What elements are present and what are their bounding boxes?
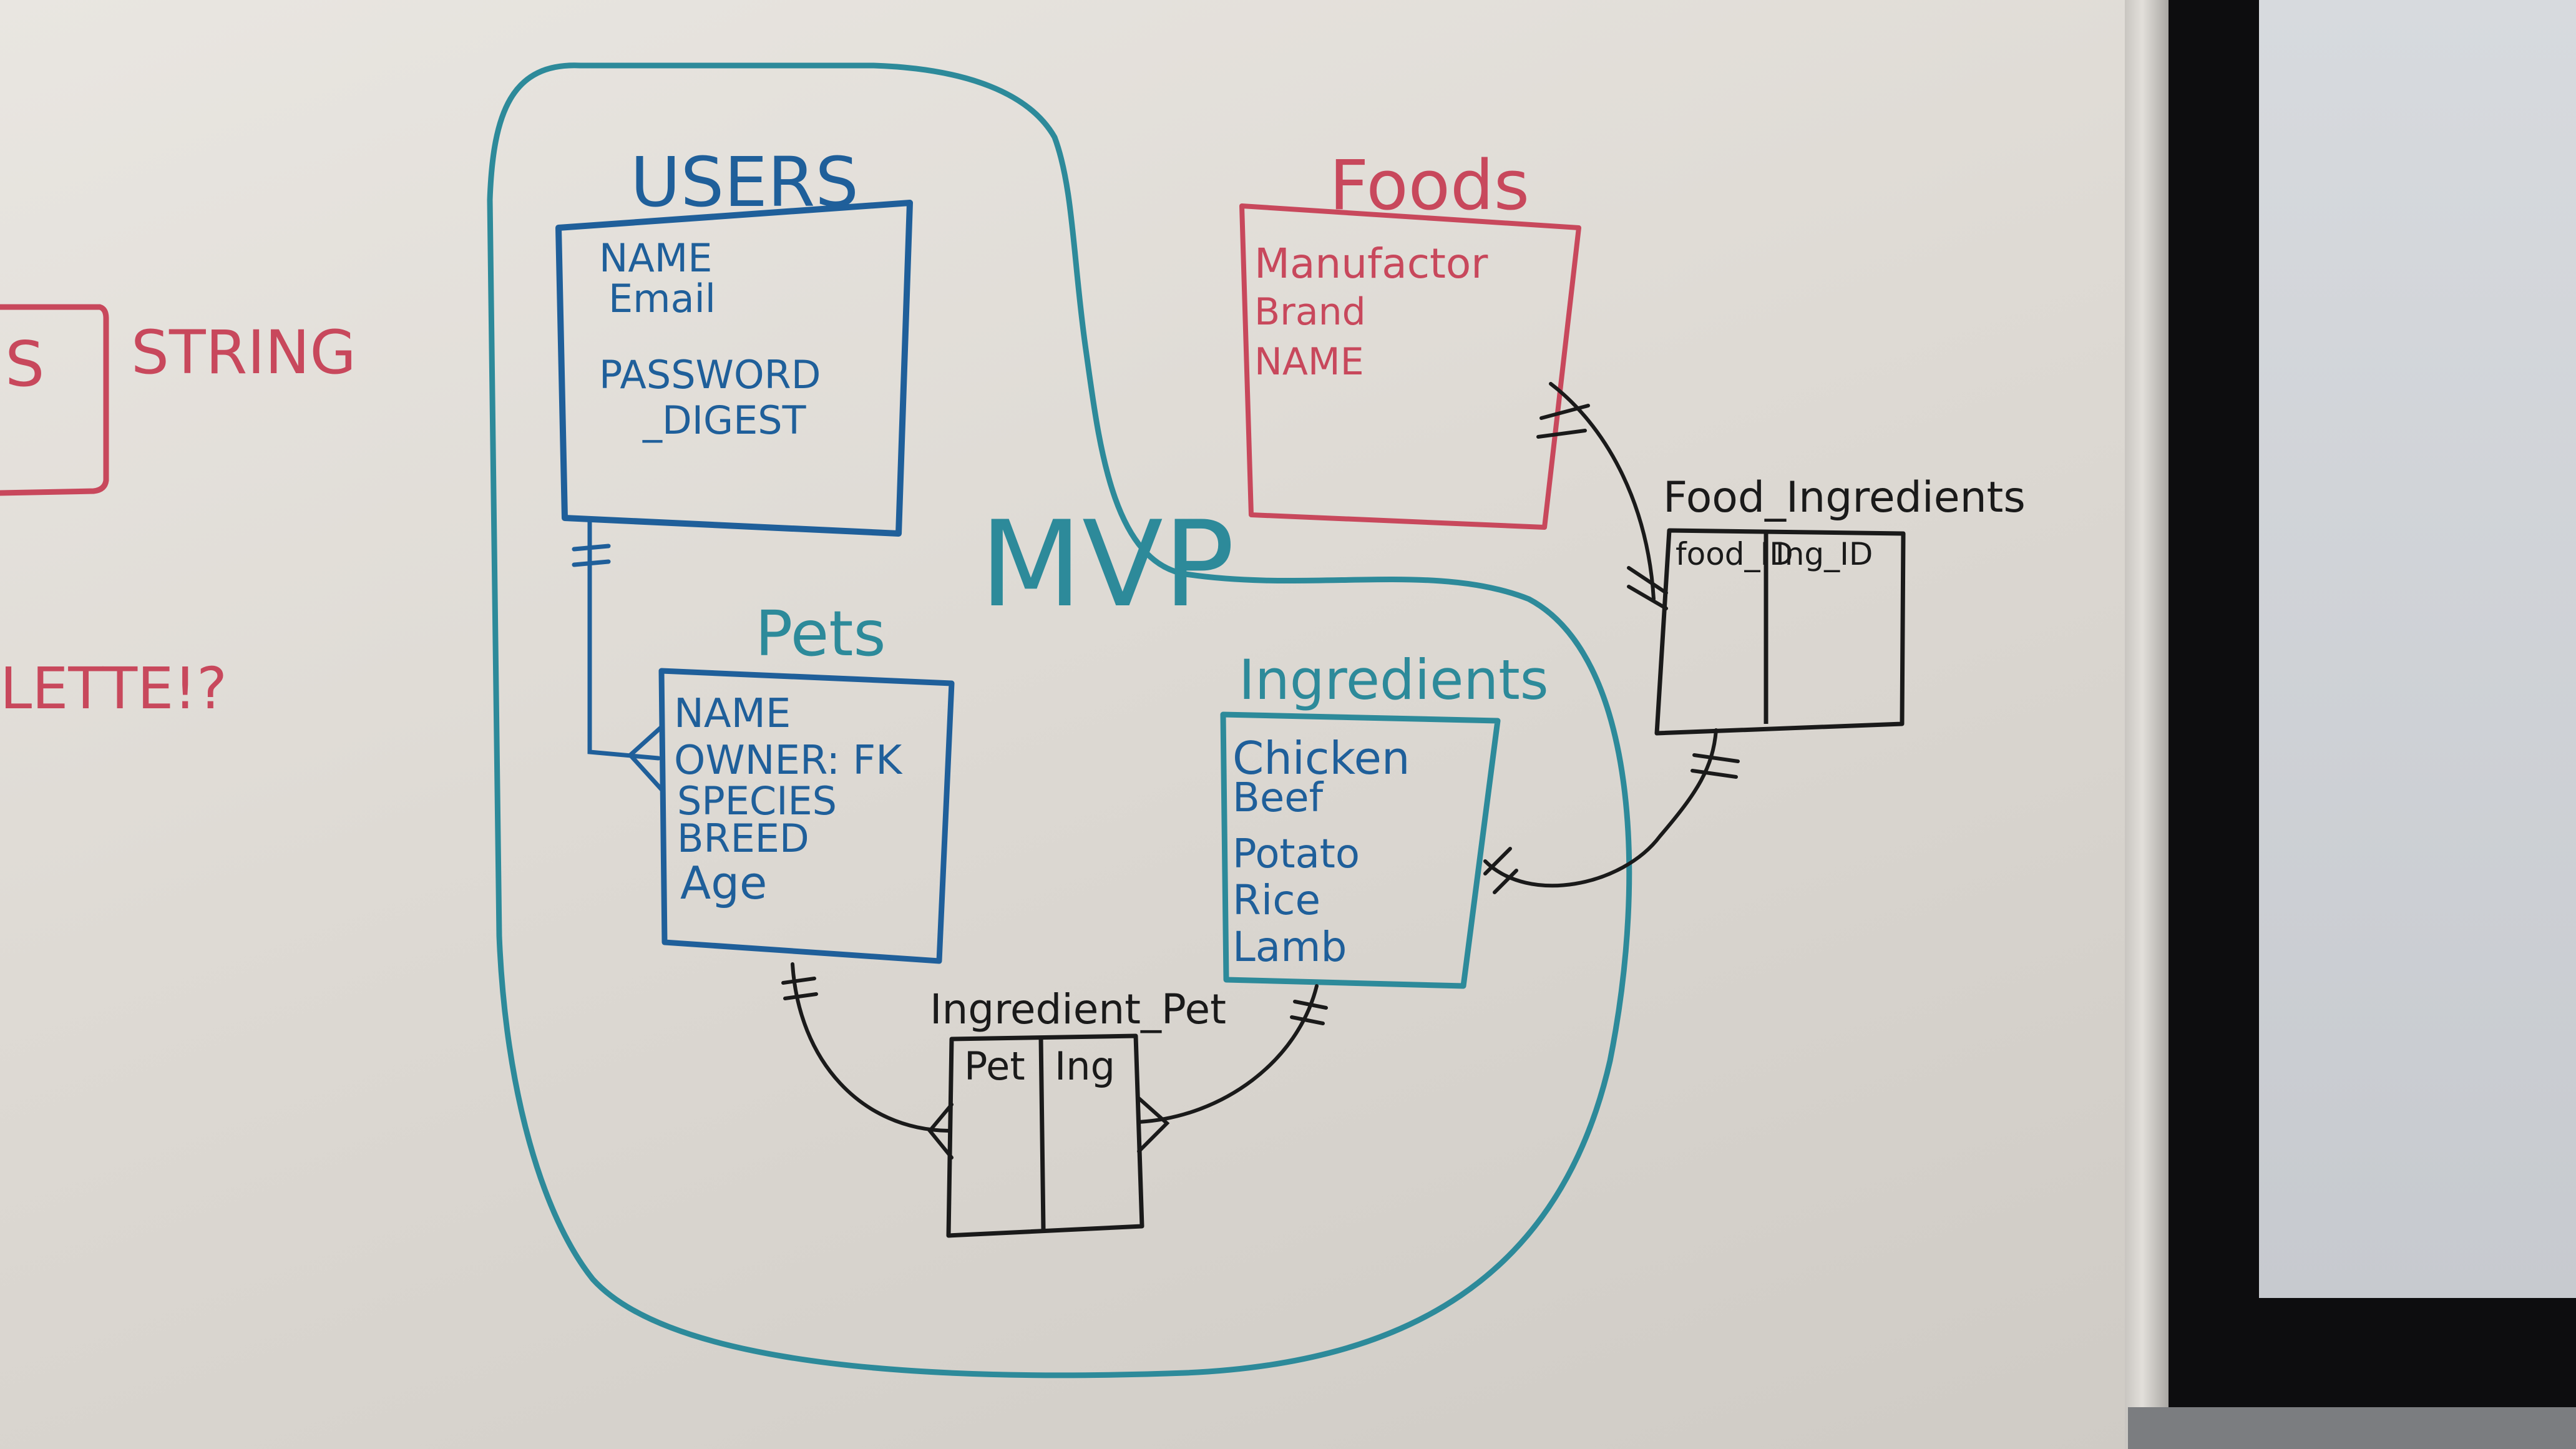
crows-foot (1483, 847, 1518, 894)
users-box (555, 200, 913, 537)
s-box-outline (0, 304, 109, 496)
users-table: USERS NAME Email PASSWORD _DIGEST (555, 142, 913, 537)
ingredient-pet-title: Ingredient_Pet (930, 985, 1226, 1033)
pets-title: Pets (755, 597, 886, 670)
foods-table: Foods Manufactor Brand NAME (1239, 145, 1581, 530)
mvp-boundary (487, 62, 1632, 1378)
food-ingredients-title: Food_Ingredients (1663, 473, 2026, 522)
s-box-text: S (5, 328, 44, 401)
ingredients-table: Ingredients Chicken Beef Potato Rice Lam… (1220, 648, 1549, 989)
foods-field: Brand (1254, 290, 1366, 334)
relation-ingredients-ingredient-pet (1137, 984, 1328, 1153)
relation-line (1483, 728, 1718, 888)
pets-field: OWNER: FK (674, 738, 903, 784)
one-mark (781, 977, 818, 1000)
food-ingredients-column: food_ID (1676, 536, 1793, 572)
pets-field: NAME (674, 691, 791, 737)
foods-field: Manufactor (1254, 240, 1488, 288)
crows-foot (1536, 404, 1590, 439)
relation-line (1137, 984, 1319, 1124)
relation-line (587, 519, 661, 761)
ingredients-field: Lamb (1232, 923, 1347, 971)
crows-foot (1627, 566, 1668, 610)
relation-foods-food-ingredients (1536, 382, 1668, 610)
one-mark (1690, 753, 1740, 779)
ingredient-pet-divider (1038, 1037, 1046, 1230)
string-note: STRING (131, 318, 356, 388)
crows-foot (927, 1103, 954, 1159)
crows-foot (628, 724, 664, 792)
relation-line (791, 962, 950, 1133)
food-ingredients-table: Food_Ingredients food_ID Ing_ID (1654, 473, 2026, 736)
one-mark (1290, 1000, 1328, 1025)
left-notes: S STRING LETTE!? (0, 304, 356, 722)
users-field: _DIGEST (642, 398, 807, 443)
ingredient-pet-table: Ingredient_Pet Pet Ing (930, 985, 1226, 1238)
pets-field: SPECIES (677, 778, 837, 824)
ingredient-pet-box (946, 1033, 1144, 1238)
mvp-label: MVP (980, 495, 1234, 633)
relation-pets-ingredient-pet (781, 962, 954, 1159)
projector-screen-bar (2128, 1407, 2576, 1449)
ingredients-box (1220, 711, 1501, 989)
letter-note: LETTE!? (0, 655, 227, 722)
ingredients-title: Ingredients (1239, 648, 1549, 712)
relation-users-pets (572, 519, 664, 792)
ingredient-pet-column: Ing (1055, 1043, 1115, 1089)
foods-box (1239, 203, 1581, 530)
ingredients-field: Potato (1232, 831, 1360, 877)
projector-screen (2259, 0, 2576, 1298)
ingredient-pet-column: Pet (964, 1043, 1025, 1089)
users-field: Email (608, 276, 716, 321)
one-mark (572, 544, 611, 567)
ingredients-field: Rice (1232, 876, 1320, 924)
pets-field: BREED (677, 816, 809, 861)
pets-field: Age (680, 857, 767, 909)
food-ingredients-column: Ing_ID (1775, 536, 1873, 572)
relation-ingredients-food-ingredients (1483, 728, 1740, 894)
whiteboard-frame (2125, 0, 2169, 1449)
ingredients-field: Beef (1232, 775, 1324, 821)
users-field: NAME (599, 235, 712, 281)
foods-field: NAME (1254, 340, 1364, 384)
food-ingredients-box (1654, 528, 1906, 736)
pets-box (658, 668, 955, 964)
relation-line (1549, 382, 1656, 601)
ingredients-field: Chicken (1232, 732, 1410, 784)
users-field: PASSWORD (599, 352, 821, 398)
crows-foot (1137, 1096, 1170, 1153)
pets-table: Pets NAME OWNER: FK SPECIES BREED Age (658, 597, 955, 964)
